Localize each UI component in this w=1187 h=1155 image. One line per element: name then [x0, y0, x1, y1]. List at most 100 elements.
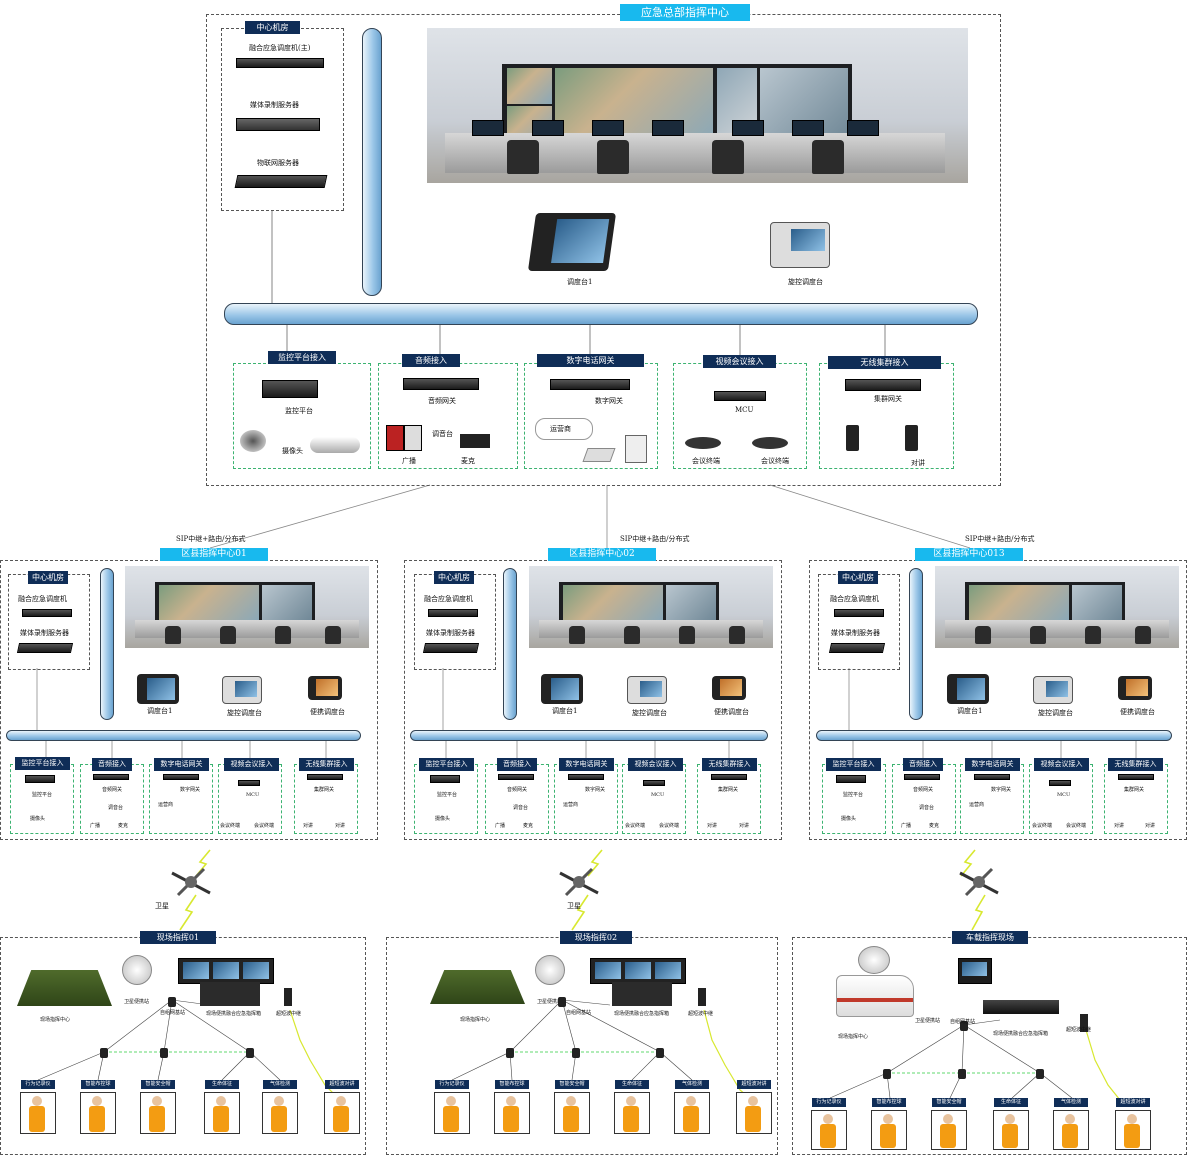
district-phone-gateway-label: 数字网关	[180, 787, 201, 793]
field-sat-label: 卫星便携站	[537, 999, 563, 1005]
hq-access-title-5: 无线集群接入	[828, 356, 941, 369]
field-relay-label: 超短波中继	[1066, 1027, 1092, 1033]
hq-vertical-bus	[362, 28, 382, 296]
broadcast-label: 广播	[402, 457, 416, 465]
district-phone-gateway-label: 数字网关	[991, 787, 1012, 793]
portable-console-icon	[308, 676, 342, 700]
hq-access-title-1: 监控平台接入	[268, 351, 336, 364]
terminal-title: 行为记录仪	[21, 1080, 55, 1089]
audio-gateway-label: 音频网关	[428, 397, 456, 405]
district-monitor-label: 监控平台	[843, 792, 864, 798]
radio-icon	[846, 425, 859, 451]
district-access-title: 监控平台接入	[826, 758, 881, 771]
district-control-room-image-3	[935, 566, 1179, 648]
district-room-title-3: 中心机房	[838, 571, 878, 584]
district-broadcast-label: 广播	[495, 823, 506, 829]
mesh-node-icon	[656, 1048, 664, 1058]
desk-phone-icon	[1033, 676, 1073, 704]
hq-access-title-2: 音频接入	[402, 354, 460, 367]
console-label-1: 调度台1	[567, 278, 593, 286]
satellite-label: 卫星	[567, 902, 581, 910]
mesh-node-icon	[960, 1021, 968, 1031]
mic-label: 麦克	[461, 457, 475, 465]
firefighter-icon	[20, 1092, 56, 1134]
district-server-2: 媒体录制服务器	[20, 629, 69, 637]
field-relay-label: 超短波中继	[276, 1011, 302, 1017]
district-access-title: 视频会议接入	[628, 758, 683, 771]
district-phone-gateway-label: 数字网关	[585, 787, 606, 793]
audio-gateway-icon	[498, 774, 534, 780]
firefighter-icon	[204, 1092, 240, 1134]
phone-gateway-icon	[163, 774, 199, 780]
terminal-title: 智能安全帽	[555, 1080, 589, 1089]
hq-control-room-image	[427, 28, 968, 183]
server-rack-icon	[16, 643, 74, 653]
trunk-gateway-icon	[711, 774, 747, 780]
field-relay-label: 超短波中继	[688, 1011, 714, 1017]
district-console-1: 调度台1	[957, 707, 983, 715]
dispatch-console-icon	[947, 674, 989, 704]
mesh-node-icon	[160, 1048, 168, 1058]
firefighter-icon	[614, 1092, 650, 1134]
hq-frame	[206, 14, 1001, 486]
district-control-room-image-1	[125, 566, 369, 648]
district-access-title: 数字电话网关	[559, 758, 614, 771]
district-trunk-label: 集群网关	[314, 787, 335, 793]
mesh-node-icon	[572, 1048, 580, 1058]
server-label-1: 融合应急调度机(主)	[249, 44, 311, 52]
field-mesh-label: 自组网基站	[160, 1010, 186, 1016]
link-label-2: SIP中继+路由/分布式	[620, 535, 690, 543]
nvr-icon	[836, 775, 866, 783]
district-console-2: 旋控调度台	[632, 709, 667, 717]
district-control-room-image-2	[529, 566, 773, 648]
satellite-dish-icon	[858, 946, 890, 974]
terminal-title: 智能安全帽	[141, 1080, 175, 1089]
mesh-node-icon	[506, 1048, 514, 1058]
district-carrier-label: 运营商	[969, 802, 985, 808]
relay-radio-icon	[284, 988, 292, 1006]
mesh-node-icon	[1036, 1069, 1044, 1079]
server-rack-icon	[428, 609, 478, 617]
district-terminal-label: 会议终端	[220, 823, 241, 829]
district-mcu-label: MCU	[246, 792, 260, 798]
district-access-title: 无线集群接入	[299, 758, 354, 771]
field-title-1: 现场指挥01	[140, 931, 216, 944]
firefighter-icon	[871, 1110, 907, 1150]
link-label-1: SIP中继+路由/分布式	[176, 535, 246, 543]
district-console-3: 便携调度台	[714, 708, 749, 716]
command-case-icon	[983, 1000, 1059, 1014]
firefighter-icon	[80, 1092, 116, 1134]
district-mixer-label: 调音台	[513, 805, 529, 811]
field-monitor-icon	[590, 958, 686, 984]
district-console-3: 便携调度台	[1120, 708, 1155, 716]
hq-horizontal-bus	[224, 303, 978, 325]
district-access-title: 音频接入	[497, 758, 537, 771]
server-rack-icon	[22, 609, 72, 617]
desk-phone-icon	[625, 435, 647, 463]
district-server-1: 融合应急调度机	[424, 595, 473, 603]
district-audio-gateway-label: 音频网关	[913, 787, 934, 793]
audio-gateway-icon	[403, 378, 479, 390]
terminal-title: 气体检测	[675, 1080, 709, 1089]
district-terminal-label: 会议终端	[254, 823, 275, 829]
district-access-title: 数字电话网关	[154, 758, 209, 771]
server-rack-icon	[236, 58, 324, 68]
district-server-room-1	[8, 574, 90, 670]
relay-radio-icon	[1080, 1014, 1088, 1032]
phone-gateway-label: 数字网关	[595, 397, 623, 405]
district-audio-gateway-label: 音频网关	[102, 787, 123, 793]
mesh-node-icon	[100, 1048, 108, 1058]
firefighter-icon	[674, 1092, 710, 1134]
nvr-icon	[25, 775, 55, 783]
monitor-platform-label: 监控平台	[285, 407, 313, 415]
dome-camera-icon	[240, 430, 266, 452]
dispatch-console-icon	[541, 674, 583, 704]
district-mcu-label: MCU	[651, 792, 665, 798]
carrier-label: 运营商	[550, 425, 571, 433]
terminal-title: 智能布控球	[872, 1098, 906, 1107]
field-box-label: 现场便携融合应急指挥箱	[614, 1011, 670, 1017]
district-console-3: 便携调度台	[310, 708, 345, 716]
district-monitor-label: 监控平台	[437, 792, 458, 798]
desk-phone-icon	[222, 676, 262, 704]
firefighter-icon	[262, 1092, 298, 1134]
